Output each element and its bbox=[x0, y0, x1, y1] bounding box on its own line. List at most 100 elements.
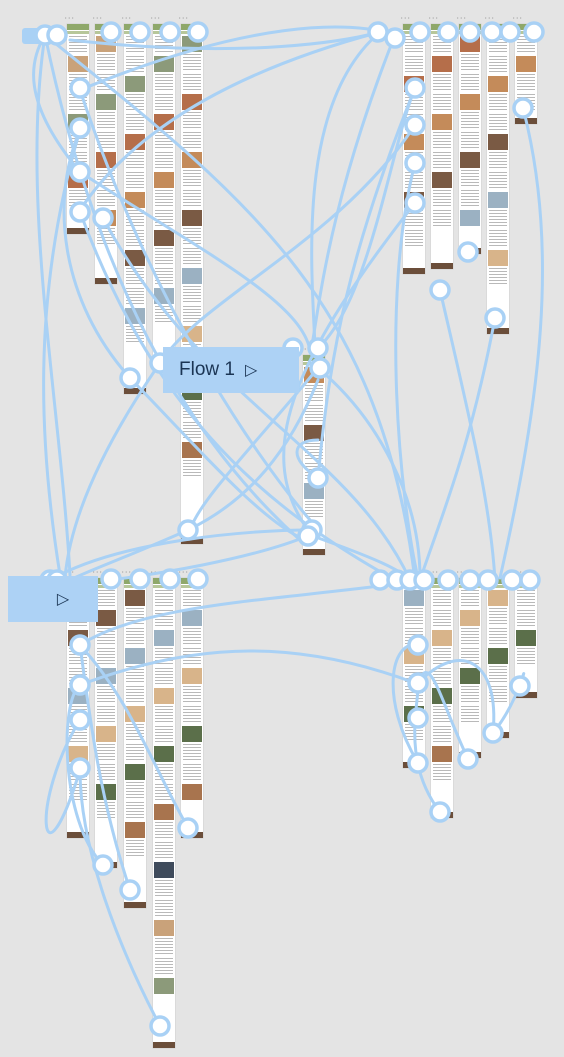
hotspot-handle[interactable] bbox=[69, 201, 91, 223]
connector-line bbox=[42, 128, 82, 577]
hotspot-handle[interactable] bbox=[519, 569, 541, 591]
connector-line bbox=[43, 33, 417, 582]
frame-label: • • • bbox=[151, 569, 160, 574]
hotspot-handle[interactable] bbox=[484, 307, 506, 329]
hotspot-handle[interactable] bbox=[523, 21, 545, 43]
frame-label: • • • bbox=[122, 15, 131, 20]
connector-line bbox=[78, 649, 417, 687]
hotspot-handle[interactable] bbox=[499, 21, 521, 43]
flow-1-starting-point[interactable]: Flow 1 ▷ bbox=[163, 347, 299, 393]
frame-label: • • • bbox=[93, 569, 102, 574]
hotspot-handle[interactable] bbox=[297, 525, 319, 547]
connector-line bbox=[128, 376, 307, 542]
hotspot-handle[interactable] bbox=[46, 24, 68, 46]
hotspot-handle[interactable] bbox=[187, 568, 209, 590]
hotspot-handle[interactable] bbox=[309, 357, 331, 379]
hotspot-handle[interactable] bbox=[481, 21, 503, 43]
connector-line bbox=[78, 643, 132, 892]
frame-label: • • • bbox=[429, 569, 438, 574]
hotspot-handle[interactable] bbox=[69, 757, 91, 779]
hotspot-handle[interactable] bbox=[459, 21, 481, 43]
hotspot-handle[interactable] bbox=[407, 672, 429, 694]
connector-line bbox=[78, 30, 382, 212]
hotspot-handle[interactable] bbox=[129, 568, 151, 590]
connector-line bbox=[310, 33, 397, 347]
frame-label: • • • bbox=[179, 15, 188, 20]
connector-line bbox=[394, 161, 420, 580]
hotspot-handle[interactable] bbox=[92, 207, 114, 229]
connector-line bbox=[78, 643, 190, 830]
hotspot-handle[interactable] bbox=[407, 707, 429, 729]
hotspot-handle[interactable] bbox=[437, 569, 459, 591]
hotspot-handle[interactable] bbox=[437, 21, 459, 43]
hotspot-handle[interactable] bbox=[177, 519, 199, 541]
hotspot-handle[interactable] bbox=[384, 27, 406, 49]
hotspot-handle[interactable] bbox=[159, 568, 181, 590]
hotspot-handle[interactable] bbox=[307, 467, 329, 489]
frame-label: • • • bbox=[122, 569, 131, 574]
connector-line bbox=[101, 216, 412, 582]
frame-label: • • • bbox=[513, 15, 522, 20]
frame-label: • • • bbox=[65, 15, 74, 20]
hotspot-handle[interactable] bbox=[69, 634, 91, 656]
flow-2-starting-point[interactable]: ▷ bbox=[8, 576, 98, 622]
frame-label: • • • bbox=[151, 15, 160, 20]
hotspot-handle[interactable] bbox=[69, 161, 91, 183]
hotspot-handle[interactable] bbox=[307, 337, 329, 359]
connector-line bbox=[108, 533, 312, 582]
hotspot-handle[interactable] bbox=[69, 77, 91, 99]
connector-line bbox=[43, 33, 302, 542]
hotspot-handle[interactable] bbox=[149, 1015, 171, 1037]
play-icon[interactable]: ▷ bbox=[244, 362, 258, 379]
flow-1-label: Flow 1 bbox=[179, 359, 235, 380]
hotspot-handle[interactable] bbox=[92, 854, 114, 876]
hotspot-handle[interactable] bbox=[459, 569, 481, 591]
hotspot-handle[interactable] bbox=[69, 117, 91, 139]
connector-line bbox=[438, 288, 497, 582]
hotspot-handle[interactable] bbox=[457, 241, 479, 263]
connector-line bbox=[413, 681, 442, 814]
hotspot-handle[interactable] bbox=[69, 709, 91, 731]
connector-line bbox=[310, 30, 382, 347]
hotspot-handle[interactable] bbox=[409, 21, 431, 43]
hotspot-handle[interactable] bbox=[482, 722, 504, 744]
hotspot-handle[interactable] bbox=[119, 879, 141, 901]
hotspot-handle[interactable] bbox=[407, 634, 429, 656]
hotspot-handle[interactable] bbox=[429, 801, 451, 823]
hotspot-handle[interactable] bbox=[457, 748, 479, 770]
hotspot-handle[interactable] bbox=[404, 77, 426, 99]
connector-line bbox=[418, 316, 497, 582]
screen-frame[interactable] bbox=[459, 24, 481, 254]
frame-label: • • • bbox=[93, 15, 102, 20]
connector-line bbox=[498, 106, 545, 580]
screen-frame[interactable] bbox=[515, 578, 537, 698]
hotspot-handle[interactable] bbox=[512, 97, 534, 119]
hotspot-handle[interactable] bbox=[477, 569, 499, 591]
hotspot-handle[interactable] bbox=[119, 367, 141, 389]
hotspot-handle[interactable] bbox=[129, 21, 151, 43]
hotspot-handle[interactable] bbox=[429, 279, 451, 301]
screen-frame[interactable] bbox=[153, 578, 175, 1048]
hotspot-handle[interactable] bbox=[509, 675, 531, 697]
hotspot-handle[interactable] bbox=[407, 752, 429, 774]
connector-line bbox=[316, 366, 422, 580]
hotspot-handle[interactable] bbox=[159, 21, 181, 43]
hotspot-handle[interactable] bbox=[413, 569, 435, 591]
screen-frame[interactable] bbox=[487, 24, 509, 334]
hotspot-handle[interactable] bbox=[187, 21, 209, 43]
connector-line bbox=[78, 25, 397, 92]
hotspot-handle[interactable] bbox=[177, 817, 199, 839]
hotspot-handle[interactable] bbox=[501, 569, 523, 591]
hotspot-handle[interactable] bbox=[100, 21, 122, 43]
hotspot-handle[interactable] bbox=[404, 114, 426, 136]
play-icon[interactable]: ▷ bbox=[56, 591, 70, 608]
hotspot-handle[interactable] bbox=[100, 568, 122, 590]
connector-line bbox=[416, 659, 496, 735]
hotspot-handle[interactable] bbox=[404, 152, 426, 174]
frame-label: • • • bbox=[485, 15, 494, 20]
hotspot-handle[interactable] bbox=[404, 192, 426, 214]
hotspot-handle[interactable] bbox=[69, 674, 91, 696]
connector-line bbox=[158, 123, 417, 365]
connector-line bbox=[78, 170, 312, 352]
